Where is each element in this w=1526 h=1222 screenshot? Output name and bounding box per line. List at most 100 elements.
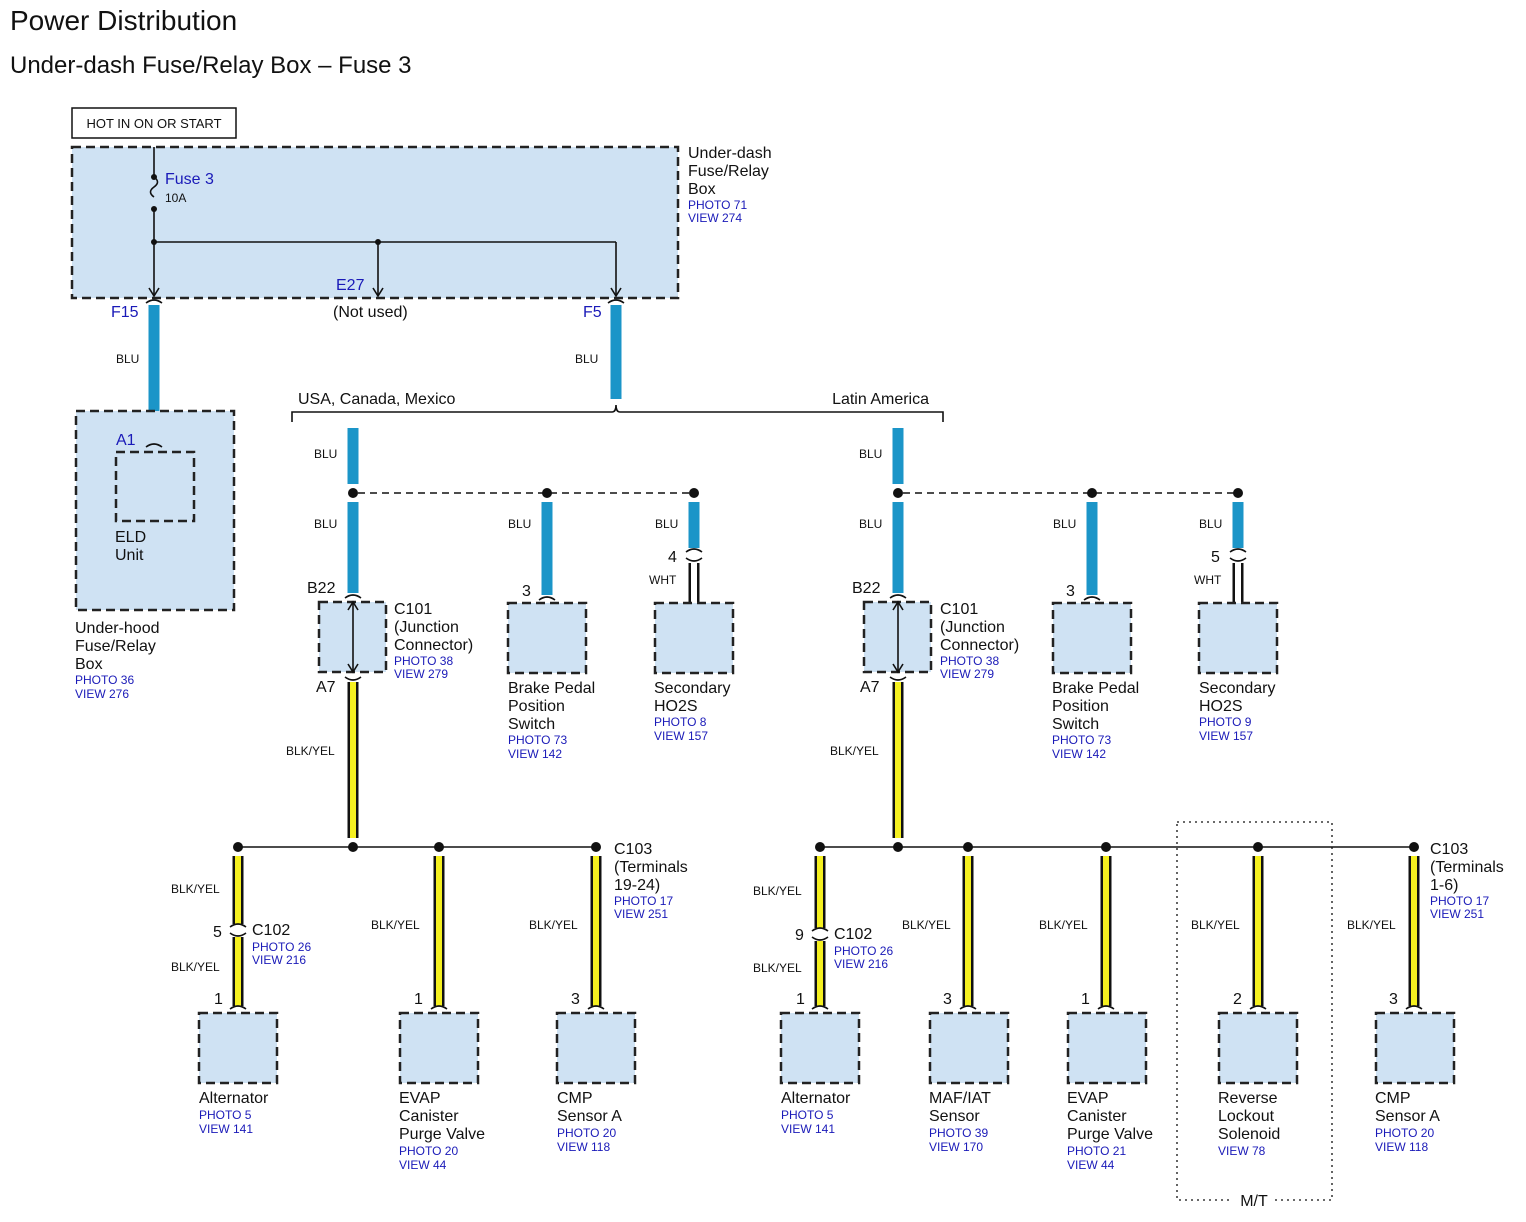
fuse-box-name-3: Box [688, 181, 716, 198]
under-hood-name-3: Box [75, 656, 103, 673]
left-wire-alt-upper-label: BLK/YEL [171, 882, 220, 896]
wire-f15-color: BLU [116, 352, 139, 366]
right-wire-ho2s-label: BLU [1199, 517, 1222, 531]
right-c101-pin-b22: B22 [852, 580, 881, 597]
right-c102-photo: PHOTO 26 [834, 944, 893, 958]
eld-pin-a1: A1 [116, 432, 136, 449]
fuse-icon [149, 176, 159, 198]
right-ho2s-photo: PHOTO 9 [1199, 715, 1252, 729]
right-cmp-name-2: Sensor A [1375, 1108, 1440, 1125]
right-alt-name: Alternator [781, 1090, 851, 1107]
left-c101-name-1: C101 [394, 601, 432, 618]
page-title: Power Distribution [10, 5, 237, 36]
left-brake-pedal-switch [506, 601, 588, 675]
wire-f5-color: BLU [575, 352, 598, 366]
left-c101-name-2: (Junction [394, 619, 459, 636]
left-ho2s-view: VIEW 157 [654, 729, 708, 743]
right-c103-name-2: (Terminals [1430, 859, 1504, 876]
right-wire-alt-lower-label: BLK/YEL [753, 961, 802, 975]
right-evap-name-1: EVAP [1067, 1090, 1109, 1107]
left-c101-name-3: Connector) [394, 637, 473, 654]
left-evap-name-1: EVAP [399, 1090, 441, 1107]
left-ho2s-name-1: Secondary [654, 680, 731, 697]
right-splice-dot [893, 488, 903, 498]
left-cmp-sensor-a [555, 1011, 637, 1085]
right-cmp-pin: 3 [1389, 991, 1398, 1008]
region-left-label: USA, Canada, Mexico [298, 391, 456, 408]
under-dash-fuse-box-label: Under-dash Fuse/Relay Box PHOTO 71 VIEW … [688, 145, 772, 225]
right-cmp-sensor-a [1374, 1011, 1456, 1085]
left-brake-name-2: Position [508, 698, 565, 715]
left-wire-wht-label: WHT [649, 573, 677, 587]
left-secondary-ho2s [653, 601, 735, 675]
pin-f5: F5 [583, 304, 602, 321]
right-c101-view: VIEW 279 [940, 667, 994, 681]
right-wire-alt-upper-label: BLK/YEL [753, 884, 802, 898]
right-wire-evap-label: BLK/YEL [1039, 918, 1088, 932]
right-cmp-photo: PHOTO 20 [1375, 1126, 1434, 1140]
left-alt-name: Alternator [199, 1090, 269, 1107]
left-c103-name-2: (Terminals [614, 859, 688, 876]
left-cmp-name-1: CMP [557, 1090, 593, 1107]
fuse-box-view-ref: VIEW 274 [688, 211, 742, 225]
under-hood-photo-ref: PHOTO 36 [75, 673, 134, 687]
left-alt-pin: 1 [214, 991, 223, 1008]
right-evap-pin: 1 [1081, 991, 1090, 1008]
right-evap-photo: PHOTO 21 [1067, 1144, 1126, 1158]
left-c103-name-3: 19-24) [614, 877, 660, 894]
under-hood-name-1: Under-hood [75, 620, 160, 637]
right-reverse-name-1: Reverse [1218, 1090, 1278, 1107]
eld-name-1: ELD [115, 529, 146, 546]
right-c102-name: C102 [834, 926, 872, 943]
right-wire-blu-upper-label: BLU [859, 447, 882, 461]
right-reverse-lockout-solenoid [1217, 1011, 1299, 1085]
left-wire-alt-lower-label: BLK/YEL [171, 960, 220, 974]
left-brake-photo: PHOTO 73 [508, 733, 567, 747]
right-wire-c101-label: BLU [859, 517, 882, 531]
pin-f15: F15 [111, 304, 139, 321]
right-c103-name-3: 1-6) [1430, 877, 1458, 894]
right-c103-view: VIEW 251 [1430, 907, 1484, 921]
right-alt-pin: 1 [796, 991, 805, 1008]
right-reverse-pin: 2 [1233, 991, 1242, 1008]
left-c102-pin: 5 [213, 924, 222, 941]
right-brake-name-1: Brake Pedal [1052, 680, 1139, 697]
under-hood-name-2: Fuse/Relay [75, 638, 156, 655]
right-evap-view: VIEW 44 [1067, 1158, 1115, 1172]
page-subtitle: Under-dash Fuse/Relay Box – Fuse 3 [10, 52, 412, 79]
left-cmp-pin: 3 [571, 991, 580, 1008]
right-c101-name-2: (Junction [940, 619, 1005, 636]
left-c101-view: VIEW 279 [394, 667, 448, 681]
left-wire-evap-label: BLK/YEL [371, 918, 420, 932]
left-alt-photo: PHOTO 5 [199, 1108, 252, 1122]
right-c101-name-1: C101 [940, 601, 978, 618]
right-maf-view: VIEW 170 [929, 1140, 983, 1154]
left-c103-name-1: C103 [614, 841, 652, 858]
left-c102-view: VIEW 216 [252, 953, 306, 967]
left-evap-purge-valve [398, 1011, 480, 1085]
left-evap-pin: 1 [414, 991, 423, 1008]
right-reverse-view: VIEW 78 [1218, 1144, 1266, 1158]
right-brake-name-2: Position [1052, 698, 1109, 715]
region-bracket [291, 404, 944, 422]
fuse-rating: 10A [165, 191, 186, 205]
mt-region-label: M/T [1240, 1193, 1268, 1210]
right-brake-pin: 3 [1066, 583, 1075, 600]
right-evap-purge-valve [1066, 1011, 1148, 1085]
left-c101-pin-a7: A7 [316, 679, 336, 696]
eld-unit-box [114, 450, 196, 523]
left-wire-ho2s-label: BLU [655, 517, 678, 531]
hot-label-box [71, 107, 237, 139]
left-brake-pin: 3 [522, 583, 531, 600]
under-dash-fuse-box [70, 145, 680, 300]
right-brake-name-3: Switch [1052, 716, 1099, 733]
left-c102-name: C102 [252, 922, 290, 939]
left-alt-view: VIEW 141 [199, 1122, 253, 1136]
right-c103-photo: PHOTO 17 [1430, 894, 1489, 908]
left-evap-view: VIEW 44 [399, 1158, 447, 1172]
right-evap-name-2: Canister [1067, 1108, 1127, 1125]
left-cmp-name-2: Sensor A [557, 1108, 622, 1125]
fuse-box-name-2: Fuse/Relay [688, 163, 769, 180]
right-reverse-name-2: Lockout [1218, 1108, 1275, 1125]
